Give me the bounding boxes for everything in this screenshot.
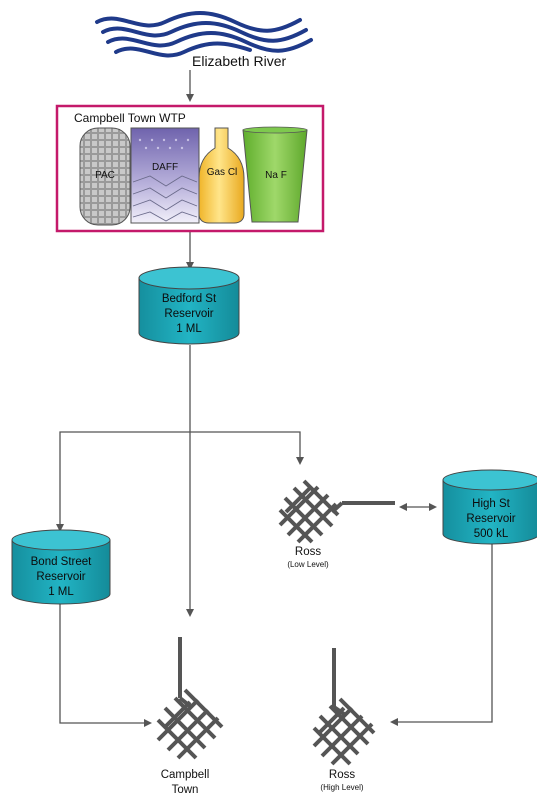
- bedford-reservoir-name: Bedford St: [161, 293, 217, 305]
- daff-unit-icon: [130, 127, 200, 224]
- ross-low-network-icon: [278, 479, 395, 544]
- bedford-reservoir-icon: [138, 266, 240, 345]
- gas-cl-bottle-icon: [198, 127, 245, 224]
- daff-label: DAFF: [151, 162, 179, 173]
- high-st-reservoir-label: High St Reservoir 500 kL: [447, 497, 535, 542]
- bond-reservoir-capacity: 1 ML: [48, 586, 74, 598]
- high-st-reservoir-type: Reservoir: [466, 513, 516, 525]
- naf-label: Na F: [265, 170, 287, 181]
- ross-high-network-icon: [312, 648, 376, 766]
- high-st-reservoir-capacity: 500 kL: [473, 528, 509, 540]
- campbell-town-network-icon: [156, 637, 224, 760]
- river-waves-icon: [95, 11, 313, 58]
- ross-high-label: Ross (High Level): [306, 768, 378, 792]
- high-st-reservoir-name: High St: [472, 498, 510, 510]
- pac-unit-icon: [79, 127, 131, 226]
- ross-low-level: (Low Level): [287, 560, 329, 569]
- campbell-town-name-line1: Campbell: [160, 769, 210, 781]
- bond-reservoir-icon: [11, 529, 111, 605]
- bedford-reservoir-capacity: 1 ML: [176, 323, 202, 335]
- bedford-reservoir-type: Reservoir: [164, 308, 214, 320]
- wtp-title: Campbell Town WTP: [74, 111, 186, 125]
- ross-high-name: Ross: [328, 769, 356, 781]
- gas-cl-label: Gas Cl: [206, 167, 238, 178]
- river-label: Elizabeth River: [192, 53, 287, 69]
- bedford-reservoir-label: Bedford St Reservoir 1 ML: [145, 292, 233, 337]
- ross-high-level: (High Level): [320, 783, 364, 792]
- pipe-network: [56, 70, 493, 727]
- naf-container-icon: [242, 126, 308, 223]
- bond-to-campbell-arrow: [59, 600, 152, 727]
- bond-reservoir-label: Bond Street Reservoir 1 ML: [14, 555, 108, 600]
- bond-reservoir-type: Reservoir: [36, 571, 86, 583]
- high-st-reservoir-icon: [442, 469, 537, 545]
- campbell-town-label: Campbell Town: [150, 768, 220, 798]
- campbell-town-name-line2: Town: [171, 784, 199, 796]
- bedford-to-bond-arrow: [56, 431, 190, 532]
- pac-label: PAC: [95, 170, 115, 181]
- bedford-to-ross-low-arrow: [190, 431, 304, 465]
- high-to-ross-high-arrow: [390, 540, 493, 726]
- bond-reservoir-name: Bond Street: [30, 556, 92, 568]
- ross-low-name: Ross: [294, 546, 322, 558]
- ross-low-label: Ross (Low Level): [272, 545, 344, 569]
